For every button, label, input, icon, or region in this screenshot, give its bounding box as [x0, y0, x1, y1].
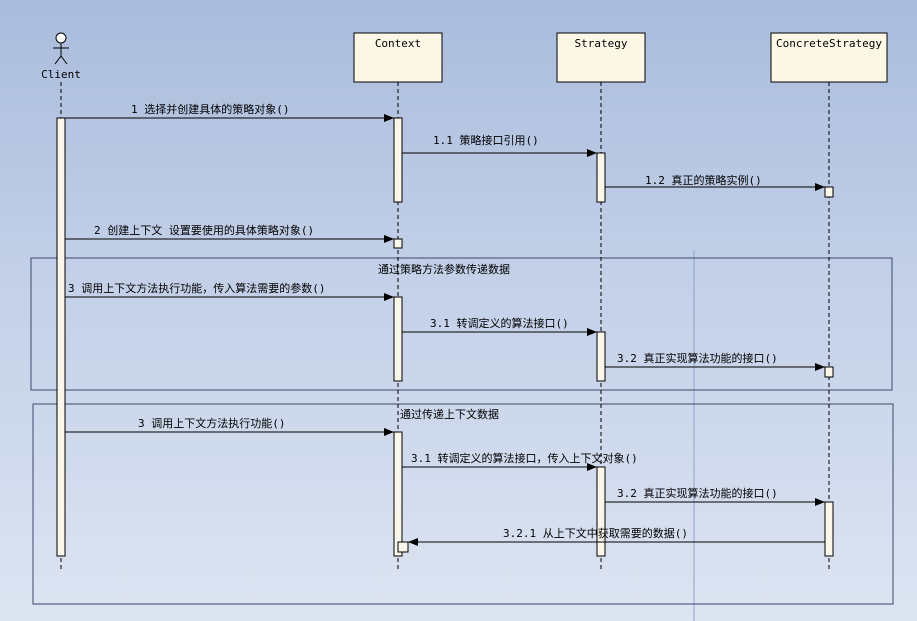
activation-context-1 [393, 117, 403, 203]
message-3-2-label: 3.2 真正实现算法功能的接口() [617, 351, 778, 365]
message-3b-2-1[interactable]: 3.2.1 从上下文中获取需要的数据() [408, 526, 825, 546]
stick-figure-icon [53, 32, 69, 65]
activation-concrete-1 [824, 186, 834, 198]
message-3b-2-1-label: 3.2.1 从上下文中获取需要的数据() [503, 526, 688, 540]
activation-client [56, 117, 66, 557]
activation-context-self [397, 541, 409, 553]
fragment-title-1: 通过策略方法参数传递数据 [378, 262, 510, 276]
activation-concrete-2 [824, 366, 834, 378]
message-2-label: 2 创建上下文 设置要使用的具体策略对象() [94, 223, 314, 237]
participant-concrete-strategy-label: ConcreteStrategy [776, 37, 882, 50]
message-3b-label: 3 调用上下文方法执行功能() [138, 416, 286, 430]
activation-strategy-2 [596, 331, 606, 382]
message-1-2[interactable]: 1.2 真正的策略实例() [605, 173, 825, 191]
activation-context-4 [393, 431, 403, 557]
message-1-2-label: 1.2 真正的策略实例() [645, 173, 762, 187]
message-1[interactable]: 1 选择并创建具体的策略对象() [65, 102, 394, 122]
message-3b-2[interactable]: 3.2 真正实现算法功能的接口() [605, 486, 825, 506]
participant-context[interactable]: Context [353, 32, 443, 83]
actor-client[interactable]: Client [41, 32, 81, 81]
participant-strategy-label: Strategy [575, 37, 628, 50]
message-3-label: 3 调用上下文方法执行功能，传入算法需要的参数() [68, 281, 326, 295]
message-3b[interactable]: 3 调用上下文方法执行功能() [65, 416, 394, 436]
activation-strategy-1 [596, 152, 606, 203]
actor-client-label: Client [41, 68, 81, 81]
message-3-1[interactable]: 3.1 转调定义的算法接口() [402, 316, 597, 336]
activation-context-2 [393, 238, 403, 249]
fragment-title-2: 通过传递上下文数据 [400, 407, 499, 421]
participant-concrete-strategy[interactable]: ConcreteStrategy [770, 32, 888, 83]
activation-strategy-3 [596, 466, 606, 557]
activation-concrete-3 [824, 501, 834, 557]
activation-context-3 [393, 296, 403, 382]
message-1-1[interactable]: 1.1 策略接口引用() [402, 133, 597, 157]
participant-strategy[interactable]: Strategy [556, 32, 646, 83]
message-2[interactable]: 2 创建上下文 设置要使用的具体策略对象() [65, 223, 394, 243]
participant-context-label: Context [375, 37, 421, 50]
message-3b-2-label: 3.2 真正实现算法功能的接口() [617, 486, 778, 500]
message-3[interactable]: 3 调用上下文方法执行功能，传入算法需要的参数() [65, 281, 394, 301]
fragment-context-data[interactable]: 通过传递上下文数据 [32, 403, 894, 605]
message-3b-1-label: 3.1 转调定义的算法接口，传入上下文对象() [411, 451, 638, 465]
fragment-param-data[interactable]: 通过策略方法参数传递数据 [30, 257, 893, 391]
message-1-label: 1 选择并创建具体的策略对象() [131, 102, 290, 116]
message-1-1-label: 1.1 策略接口引用() [433, 133, 539, 147]
message-3-2[interactable]: 3.2 真正实现算法功能的接口() [605, 351, 825, 371]
message-3b-1[interactable]: 3.1 转调定义的算法接口，传入上下文对象() [402, 451, 638, 471]
message-3-1-label: 3.1 转调定义的算法接口() [430, 316, 569, 330]
